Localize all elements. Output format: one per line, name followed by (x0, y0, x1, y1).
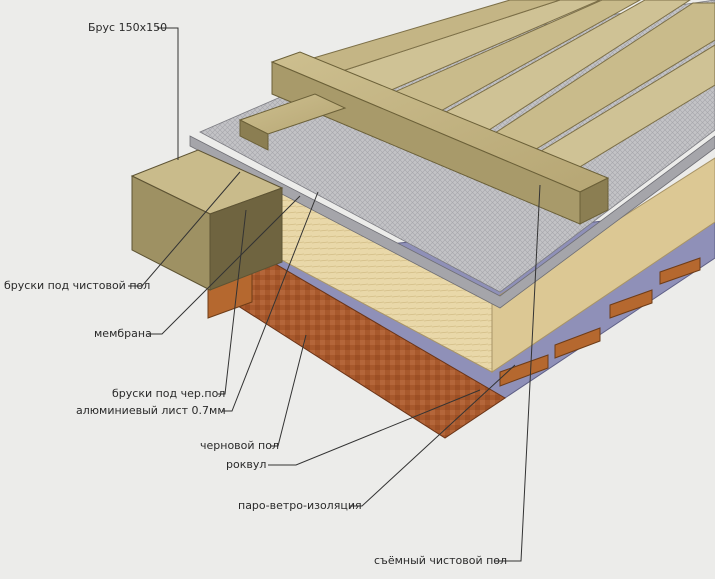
label-beam: Брус 150х150 (88, 21, 168, 34)
leader-lines (128, 27, 541, 562)
label-rockwool: роквул (226, 458, 267, 471)
label-aluminum-sheet: алюминиевый лист 0.7мм (76, 404, 226, 417)
label-vapor-barrier: паро-ветро-изоляция (238, 499, 362, 512)
label-rough-joists: бруски под чер.пол (112, 387, 226, 400)
label-finish-joists: бруски под чистовой пол (4, 279, 151, 292)
aluminum-sheet-layer (189, 135, 715, 309)
label-rough-floor: черновой пол (200, 439, 279, 452)
rockwool-side (491, 157, 715, 373)
main-beam (130, 149, 284, 291)
finish-floor-joists (238, 51, 610, 225)
label-finish-floor: съёмный чистовой пол (374, 554, 508, 567)
label-membrane: мембрана (94, 327, 152, 340)
